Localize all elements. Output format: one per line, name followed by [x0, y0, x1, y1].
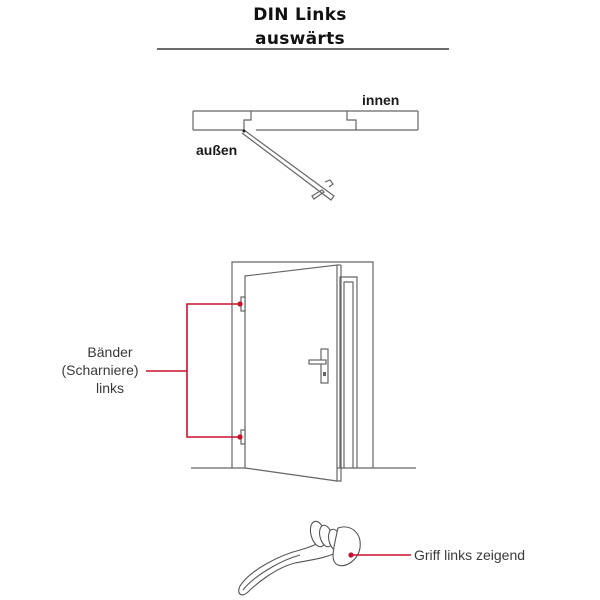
keyhole	[323, 372, 326, 376]
handle-plan	[311, 189, 325, 200]
frame-left-rebate	[243, 111, 252, 130]
handle-dot	[348, 552, 354, 558]
pivot-point	[242, 129, 246, 133]
handle-illustration	[238, 520, 361, 596]
handle-knob-plan	[324, 179, 334, 188]
frame-right-rebate	[346, 111, 357, 130]
door-leaf-edge	[337, 265, 342, 482]
hinge-label-line-1: Bänder	[87, 344, 133, 360]
lever-arm	[238, 534, 341, 596]
callout-dot-bottom	[237, 434, 243, 440]
label-innen: innen	[362, 92, 400, 108]
handle-plate	[320, 348, 329, 384]
elevation-view	[191, 261, 416, 482]
door-leaf-plan	[241, 129, 335, 201]
handle-callout	[348, 552, 411, 558]
handle-lever	[308, 359, 327, 365]
hinge-label-line-2: (Scharniere)	[61, 362, 139, 378]
inner-frame-outer	[339, 276, 358, 468]
inner-frame-inner	[343, 281, 354, 468]
title-underline	[157, 48, 449, 50]
hinge-label-line-3: links	[95, 380, 124, 396]
handle-label: Griff links zeigend	[414, 547, 526, 563]
lever-head	[332, 526, 361, 567]
title-line-2: auswärts	[255, 29, 345, 49]
title-line-1: DIN Links	[253, 5, 347, 25]
callout-dot-top	[237, 301, 243, 307]
outer-frame	[231, 261, 374, 468]
hinge-callout	[146, 301, 243, 440]
lever-arm-inner	[242, 554, 301, 591]
plan-view	[192, 110, 419, 201]
label-aussen: außen	[196, 142, 238, 158]
